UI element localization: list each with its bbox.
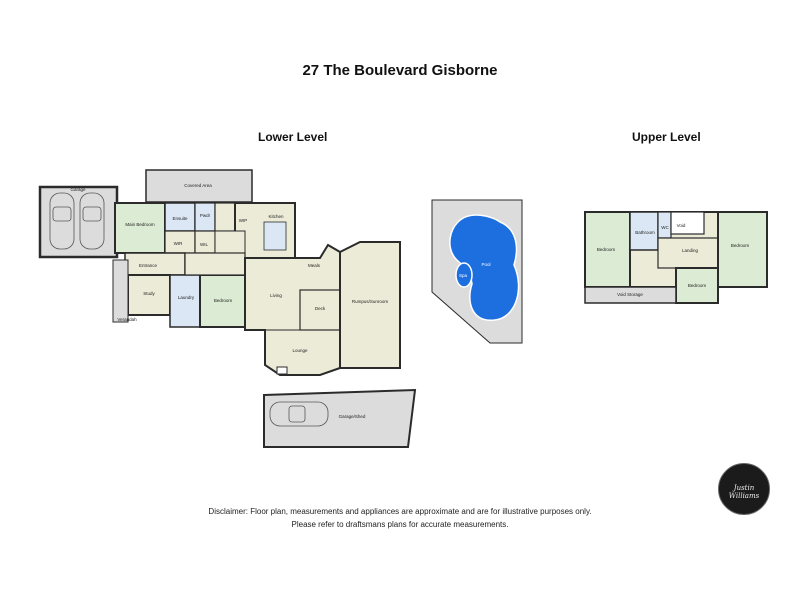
label-upper-landing: Landing: [682, 248, 699, 253]
label-wil: WIL: [200, 242, 208, 247]
label-verandah: Verandah: [117, 317, 137, 322]
label-laundry: Laundry: [178, 295, 195, 300]
spa: [455, 262, 473, 288]
covered-area: [145, 169, 253, 203]
bedroom-area: [199, 274, 246, 328]
label-powder: Pwdr: [200, 213, 211, 218]
label-upper-bedroom-1: Bedroom: [597, 247, 616, 252]
fireplace-icon: [276, 366, 288, 375]
disclaimer-line-1: Disclaimer: Floor plan, measurements and…: [208, 507, 592, 516]
label-rumpus-sunroom: Rumpus/Sunroom: [352, 299, 389, 304]
ensuite-area: [164, 202, 196, 232]
label-upper-bathroom: Bathroom: [635, 230, 655, 235]
label-bedroom: Bedroom: [214, 298, 233, 303]
label-meals: Meals: [308, 263, 321, 268]
hall-area: [184, 252, 246, 276]
main-bedroom-area: [114, 202, 166, 254]
upper-level-heading: Upper Level: [632, 130, 701, 144]
label-ensuite: Ensuite: [172, 216, 188, 221]
upper-bedroom-2-area: [717, 211, 768, 288]
label-garage-shed: Garage/Shed: [339, 414, 366, 419]
label-spa: Spa: [459, 273, 468, 278]
upper-bedroom-3-area: [675, 267, 719, 304]
label-upper-void: Void: [677, 223, 686, 228]
pool: [449, 214, 520, 321]
disclaimer-line-2: Please refer to draftsmans plans for acc…: [291, 520, 509, 529]
label-study: Study: [143, 291, 155, 296]
living-meals-area: [244, 243, 341, 376]
page-title: 27 The Boulevard Gisborne: [302, 62, 498, 79]
rumpus-sunroom-area: [339, 241, 401, 369]
label-living: Living: [270, 293, 282, 298]
label-lounge: Lounge: [292, 348, 308, 353]
label-deck: Deck: [315, 306, 326, 311]
label-covered-area: Covered Area: [184, 183, 212, 188]
label-upper-bedroom-3: Bedroom: [688, 283, 707, 288]
label-upper-bedroom-2: Bedroom: [731, 243, 750, 248]
kitchen-island: [263, 221, 287, 251]
car-icon: [49, 192, 105, 250]
label-kitchen: Kitchen: [268, 214, 284, 219]
garage-shed-area: [263, 388, 417, 448]
label-wir: WIR: [174, 241, 183, 246]
car-icon-shed: [269, 401, 329, 427]
label-wip: WIP: [239, 218, 248, 223]
label-void-storage: Void Storage: [617, 292, 643, 297]
upper-bedroom-1-area: [584, 211, 631, 288]
wip-area: [214, 202, 236, 232]
laundry-area: [169, 274, 201, 328]
label-garage: Garage: [70, 187, 86, 192]
upper-bathroom-area: [629, 211, 659, 251]
upper-void-area: [670, 211, 705, 235]
upper-landing-area: [657, 237, 719, 269]
void-storage-area: [584, 286, 677, 304]
lower-level-heading: Lower Level: [258, 130, 328, 144]
label-pool: Pool: [481, 262, 490, 267]
label-upper-wc: WC: [661, 225, 669, 230]
deck-area: [299, 289, 341, 331]
label-main-bedroom: Main Bedroom: [125, 222, 155, 227]
logo-text: Justin Williams: [728, 484, 760, 500]
agency-logo: Justin Williams: [718, 463, 770, 515]
label-entrance: Entrance: [139, 263, 158, 268]
verandah-area: [112, 259, 129, 323]
